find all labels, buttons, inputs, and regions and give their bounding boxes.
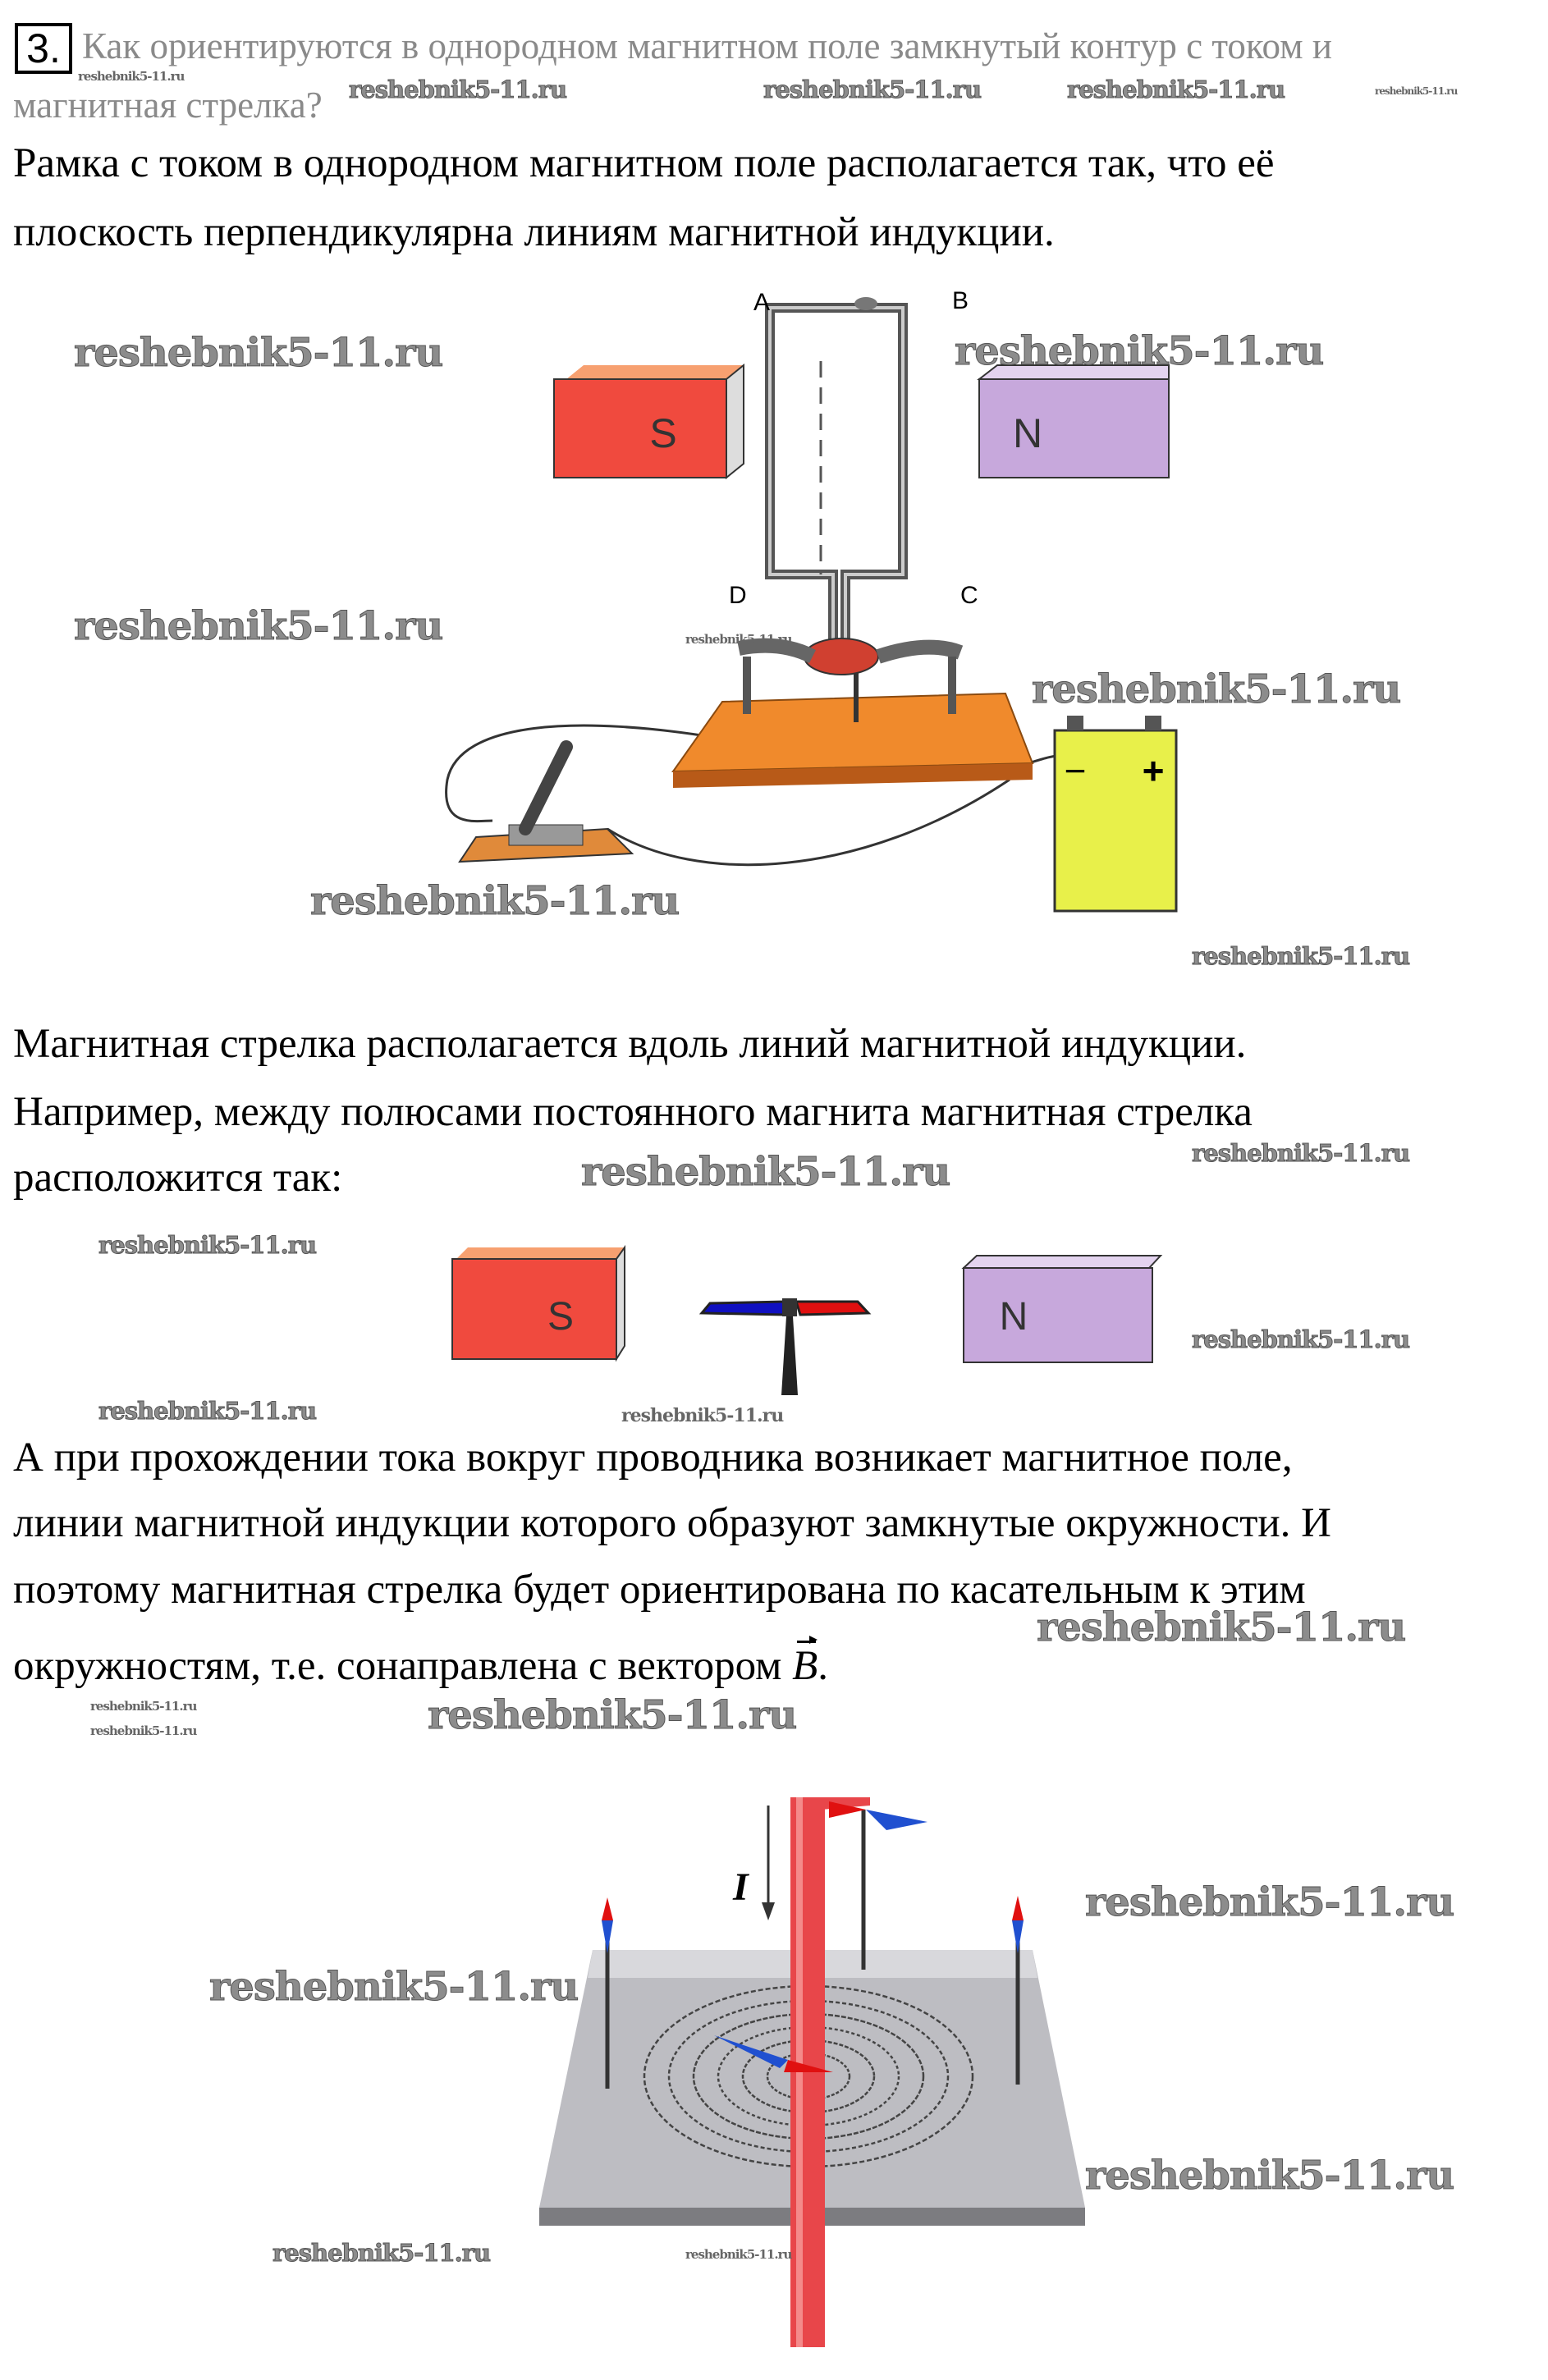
watermark: reshebnik5-11.ru xyxy=(208,1964,579,2011)
figure-needle-between-magnets: S N xyxy=(451,1244,1163,1395)
paragraph2-line-1: Магнитная стрелка располагается вдоль ли… xyxy=(13,1021,1247,1067)
watermark: reshebnik5-11.ru xyxy=(954,328,1324,375)
paragraph3-line-1: А при прохождении тока вокруг проводника… xyxy=(13,1435,1293,1481)
task-number: 3. xyxy=(15,23,72,74)
north-label: N xyxy=(1013,410,1042,456)
paragraph1-line-1: Рамка с током в однородном магнитном пол… xyxy=(13,140,1275,186)
watermark: reshebnik5-11.ru xyxy=(98,1231,317,1260)
minus-label: − xyxy=(1065,749,1087,792)
watermark: reshebnik5-11.ru xyxy=(73,330,443,377)
watermark: reshebnik5-11.ru xyxy=(73,603,443,650)
label-a: A xyxy=(753,289,770,316)
plus-label: + xyxy=(1143,749,1165,792)
watermark: reshebnik5-11.ru xyxy=(1084,1879,1454,1926)
watermark: reshebnik5-11.ru xyxy=(309,878,680,925)
current-frame xyxy=(765,303,908,673)
watermark: reshebnik5-11.ru xyxy=(685,632,792,647)
south-magnet xyxy=(553,363,744,480)
north-label: N xyxy=(1000,1295,1028,1339)
paragraph3-line-3: поэтому магнитная стрелка будет ориентир… xyxy=(13,1567,1306,1613)
paragraph3-line-2: линии магнитной индукции которого образу… xyxy=(13,1500,1332,1546)
watermark: reshebnik5-11.ru xyxy=(1066,76,1285,104)
wire-left xyxy=(445,724,723,823)
watermark: reshebnik5-11.ru xyxy=(1191,1139,1410,1168)
watermark: reshebnik5-11.ru xyxy=(272,2239,491,2268)
watermark: reshebnik5-11.ru xyxy=(580,1149,950,1196)
vector-b: B xyxy=(792,1636,818,1689)
watermark: reshebnik5-11.ru xyxy=(348,76,567,104)
north-magnet xyxy=(977,364,1170,478)
label-b: B xyxy=(952,287,969,314)
north-magnet xyxy=(961,1255,1163,1363)
watermark: reshebnik5-11.ru xyxy=(1084,2153,1454,2199)
watermark: reshebnik5-11.ru xyxy=(90,1699,197,1714)
watermark: reshebnik5-11.ru xyxy=(1191,942,1410,971)
paragraph3-line-4: окружностям, т.е. сонаправлена с векторо… xyxy=(13,1636,829,1690)
paragraph2-line-3: расположится так: xyxy=(13,1155,343,1201)
watermark: reshebnik5-11.ru xyxy=(1036,1604,1406,1651)
watermark: reshebnik5-11.ru xyxy=(90,1723,197,1738)
paragraph2-line-2: Например, между полюсами постоянного маг… xyxy=(13,1089,1253,1135)
south-label: S xyxy=(547,1295,574,1339)
board xyxy=(671,692,1034,773)
figure-current-loop: S N A B C D − + xyxy=(445,287,1178,913)
watermark: reshebnik5-11.ru xyxy=(1191,1325,1410,1354)
label-d: D xyxy=(729,582,747,609)
watermark: reshebnik5-11.ru xyxy=(1375,85,1458,97)
watermark: reshebnik5-11.ru xyxy=(763,76,982,104)
figure-conductor-field: I xyxy=(539,1797,1085,2347)
paragraph1-line-2: плоскость перпендикулярна линиям магнитн… xyxy=(13,209,1055,255)
period: . xyxy=(818,1643,829,1689)
watermark: reshebnik5-11.ru xyxy=(78,69,185,84)
label-c: C xyxy=(960,582,978,609)
question-line-2: магнитная стрелка? xyxy=(13,85,323,126)
south-magnet xyxy=(451,1244,625,1362)
wire-bottom xyxy=(607,778,1010,867)
south-label: S xyxy=(649,410,676,456)
watermark: reshebnik5-11.ru xyxy=(427,1692,797,1739)
watermark: reshebnik5-11.ru xyxy=(685,2247,792,2262)
watermark: reshebnik5-11.ru xyxy=(98,1397,317,1426)
watermark: reshebnik5-11.ru xyxy=(621,1405,784,1426)
current-label: I xyxy=(732,1865,750,1909)
watermark: reshebnik5-11.ru xyxy=(1031,666,1401,713)
paragraph3-line-4-text: окружностям, т.е. сонаправлена с векторо… xyxy=(13,1643,782,1689)
battery xyxy=(1053,716,1178,913)
compass-needle xyxy=(698,1298,872,1395)
switch xyxy=(458,740,634,863)
question-line-1: Как ориентируются в однородном магнитном… xyxy=(82,25,1332,66)
